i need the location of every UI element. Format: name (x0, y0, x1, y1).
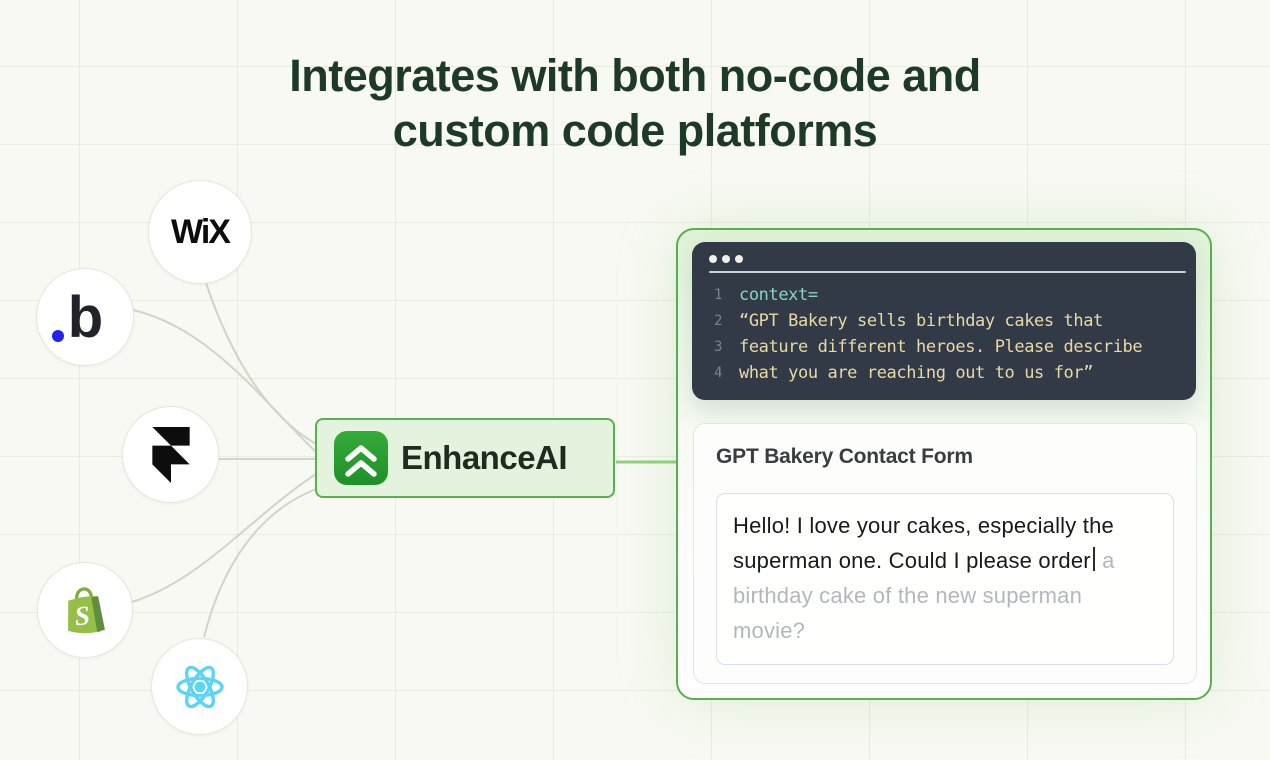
double-chevron-up-icon (334, 431, 388, 485)
react-logo-icon (175, 665, 224, 708)
code-text: feature different heroes. Please describ… (739, 337, 1143, 357)
bubble-letter: b (67, 284, 103, 350)
window-dot-icon (735, 255, 743, 263)
code-line: 3 feature different heroes. Please descr… (707, 334, 1186, 360)
window-dot-icon (722, 255, 730, 263)
contact-form-card: GPT Bakery Contact Form Hello! I love yo… (693, 423, 1197, 684)
text-cursor (1092, 547, 1095, 571)
line-number: 3 (714, 339, 723, 355)
heading-line-1: Integrates with both no-code and (289, 50, 981, 101)
form-title: GPT Bakery Contact Form (716, 445, 973, 468)
bubble-logo-icon: b (51, 284, 103, 351)
window-controls-dots-icon (707, 255, 1186, 263)
wix-logo-icon: WiX (171, 212, 231, 251)
code-line: 2 “GPT Bakery sells birthday cakes that (707, 308, 1186, 334)
line-number: 4 (714, 365, 723, 381)
code-editor-window: 1 context= 2 “GPT Bakery sells birthday … (692, 242, 1196, 400)
code-lines: 1 context= 2 “GPT Bakery sells birthday … (707, 273, 1186, 386)
code-line: 4 what you are reaching out to us for” (707, 360, 1186, 386)
svg-text:S: S (73, 600, 91, 631)
enhanceai-label: EnhanceAI (401, 439, 568, 476)
platform-node-shopify: S (37, 562, 133, 658)
line-number: 2 (714, 313, 723, 329)
typed-text: Hello! I love your cakes, especially the… (733, 513, 1114, 573)
integration-panel: 1 context= 2 “GPT Bakery sells birthday … (676, 228, 1212, 700)
code-divider (709, 271, 1186, 273)
line-number: 1 (714, 287, 723, 303)
platform-node-bubble: b (36, 268, 134, 366)
autocomplete-suggestion-text: a birthday cake of the new superman movi… (733, 548, 1115, 643)
bubble-dot-icon (51, 329, 64, 342)
code-text: context= (739, 285, 818, 305)
connector-wix (205, 282, 317, 445)
window-dot-icon (709, 255, 717, 263)
code-text: “GPT Bakery sells birthday cakes that (739, 311, 1103, 331)
platform-node-framer (122, 406, 219, 503)
enhanceai-node: EnhanceAI (315, 418, 615, 498)
heading-line-2: custom code platforms (392, 105, 878, 156)
message-textarea[interactable]: Hello! I love your cakes, especially the… (716, 493, 1174, 665)
platform-node-wix: WiX (148, 180, 252, 284)
code-text: what you are reaching out to us for” (739, 363, 1094, 383)
connector-react (203, 488, 317, 638)
shopify-logo-icon: S (68, 587, 105, 634)
code-line: 1 context= (707, 282, 1186, 308)
platform-node-react (151, 638, 248, 735)
framer-logo-icon (151, 426, 190, 483)
